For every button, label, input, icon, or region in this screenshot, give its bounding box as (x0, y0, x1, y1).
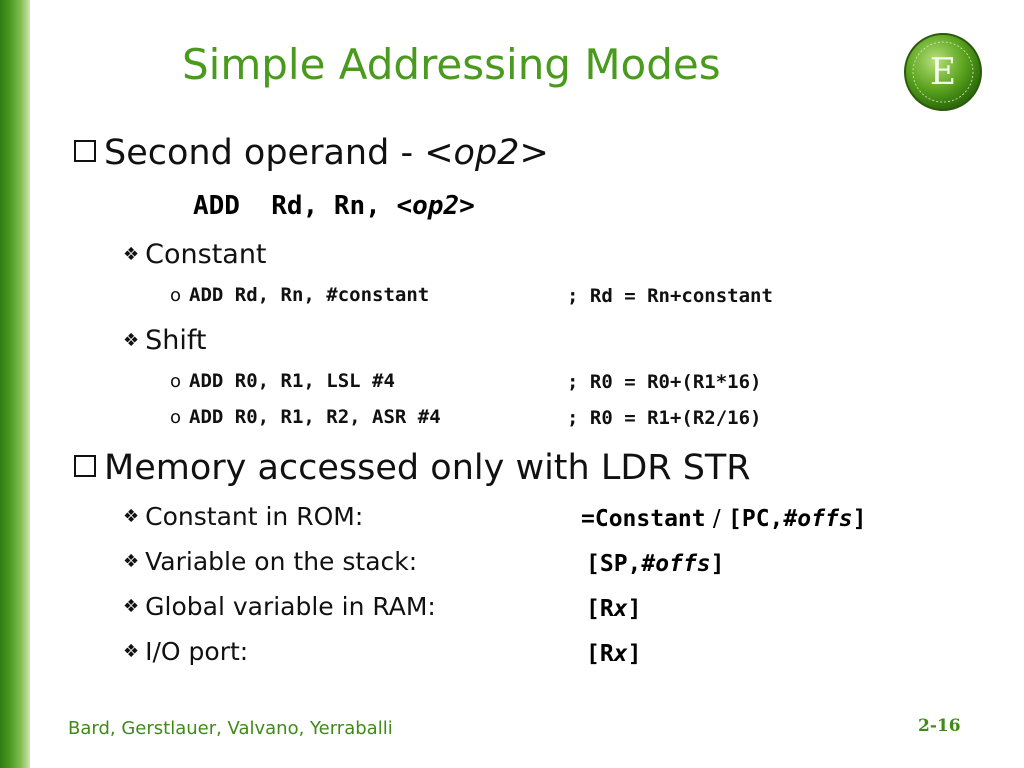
section-heading-op2: Second operand - <op2> (74, 133, 549, 173)
addressing-value-rom: =Constant / [PC,#offs] (581, 506, 867, 532)
code-comment: ; R0 = R1+(R2/16) (567, 407, 762, 429)
diamond-bullet-icon: ❖ (123, 641, 140, 662)
diamond-bullet-icon: ❖ (123, 244, 140, 265)
diamond-bullet-icon: ❖ (123, 330, 140, 351)
logo-letter: E (930, 52, 956, 93)
footer-authors: Bard, Gerstlauer, Valvano, Yerraballi (68, 718, 393, 739)
sidebar-accent-bar (0, 0, 30, 768)
addressing-value-ram: [Rx] (586, 596, 642, 622)
code-comment: ; Rd = Rn+constant (567, 285, 773, 307)
slide-title: Simple Addressing Modes (182, 40, 721, 89)
sub-item-constant-rom: ❖Constant in ROM: (123, 502, 364, 531)
square-bullet-icon (74, 140, 96, 162)
square-bullet-icon (74, 455, 96, 477)
section-heading-memory: Memory accessed only with LDR STR (74, 448, 751, 488)
code-line-add-op2: ADD Rd, Rn, <op2> (193, 191, 475, 221)
circle-bullet-icon: o (170, 285, 182, 306)
sub-item-variable-stack: ❖Variable on the stack: (123, 547, 418, 576)
sub-item-shift: ❖Shift (123, 325, 207, 356)
code-comment: ; R0 = R0+(R1*16) (567, 371, 762, 393)
diamond-bullet-icon: ❖ (123, 596, 140, 617)
diamond-bullet-icon: ❖ (123, 506, 140, 527)
circle-bullet-icon: o (170, 407, 182, 428)
sub-item-io-port: ❖I/O port: (123, 637, 249, 666)
sub-item-global-ram: ❖Global variable in RAM: (123, 592, 436, 621)
addressing-value-io: [Rx] (586, 641, 642, 667)
sub-item-constant: ❖Constant (123, 239, 267, 270)
texas-e-logo-icon: E (904, 33, 982, 111)
circle-bullet-icon: o (170, 371, 182, 392)
addressing-value-stack: [SP,#offs] (586, 551, 725, 577)
diamond-bullet-icon: ❖ (123, 551, 140, 572)
page-number: 2-16 (918, 716, 961, 736)
